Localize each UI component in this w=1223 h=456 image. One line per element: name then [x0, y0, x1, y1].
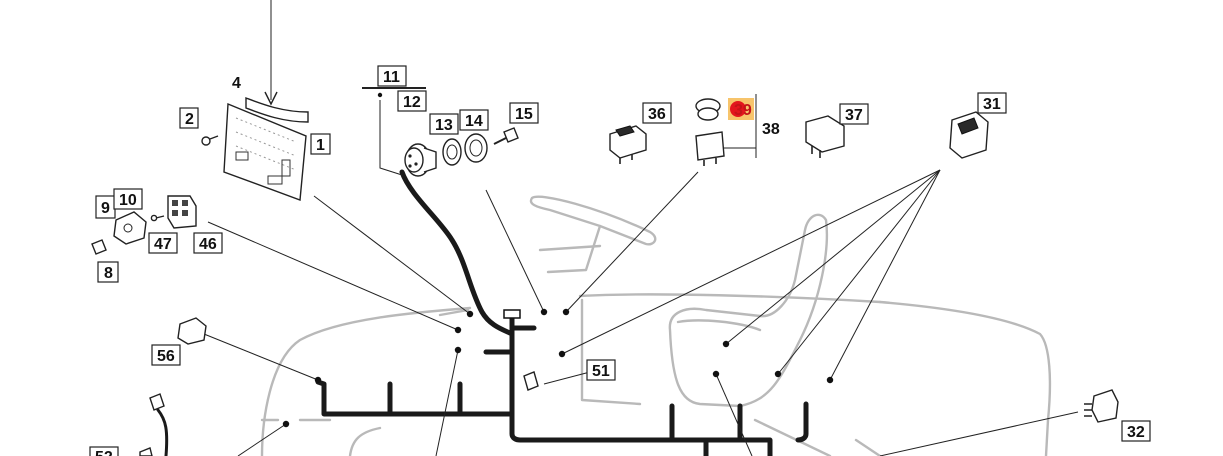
label-strip-part	[245, 96, 309, 123]
bezel-part	[464, 133, 488, 163]
leader-lines	[203, 0, 1079, 456]
fuse-part	[91, 239, 107, 255]
nut-part	[442, 138, 462, 166]
callout-56: 56	[157, 348, 175, 365]
callout-51: 51	[592, 363, 610, 380]
wiring-harness	[156, 169, 809, 456]
screw-part	[201, 135, 219, 146]
connection-dots	[282, 92, 834, 428]
sensor-part	[1084, 389, 1119, 423]
relay-part	[113, 211, 147, 245]
arrow-heads	[264, 91, 278, 106]
tractor-frame-outline	[260, 195, 1052, 456]
callout-52: 52	[95, 449, 113, 456]
callout-39-dot	[730, 101, 746, 117]
callout-2: 2	[185, 111, 194, 128]
callout-1: 1	[316, 137, 325, 154]
callout-39: 39	[734, 102, 752, 119]
fuse-block-part	[167, 195, 197, 229]
callout-31: 31	[983, 96, 1001, 113]
callout-38: 38	[762, 121, 780, 138]
callout-32: 32	[1127, 424, 1145, 441]
callout-labels: 4 1 2 11 12 13 14 15 36 39 38 37 31 9 10…	[89, 65, 1151, 456]
ignition-switch-part	[404, 143, 437, 177]
switch-housing-part	[949, 111, 989, 159]
callout-9: 9	[101, 200, 110, 217]
callout-13: 13	[435, 117, 453, 134]
plug-part	[139, 393, 165, 456]
rocker-switch-part	[609, 125, 647, 164]
callout-36: 36	[648, 106, 666, 123]
callout-10: 10	[119, 192, 137, 209]
relay-cube-part	[177, 317, 207, 345]
callout-4: 4	[232, 75, 241, 92]
callout-37: 37	[845, 107, 863, 124]
callout-47: 47	[154, 236, 172, 253]
small-screw-part	[150, 214, 165, 222]
clip-part	[523, 371, 539, 391]
callout-15: 15	[515, 106, 533, 123]
key-part	[493, 127, 519, 145]
push-switch-part	[695, 98, 725, 166]
callout-46: 46	[199, 236, 217, 253]
callout-12: 12	[403, 94, 421, 111]
dashboard-panel-part	[223, 102, 307, 201]
connector-part	[805, 115, 845, 158]
callout-14: 14	[465, 113, 483, 130]
callout-8: 8	[104, 265, 113, 282]
callout-11: 11	[383, 69, 400, 86]
